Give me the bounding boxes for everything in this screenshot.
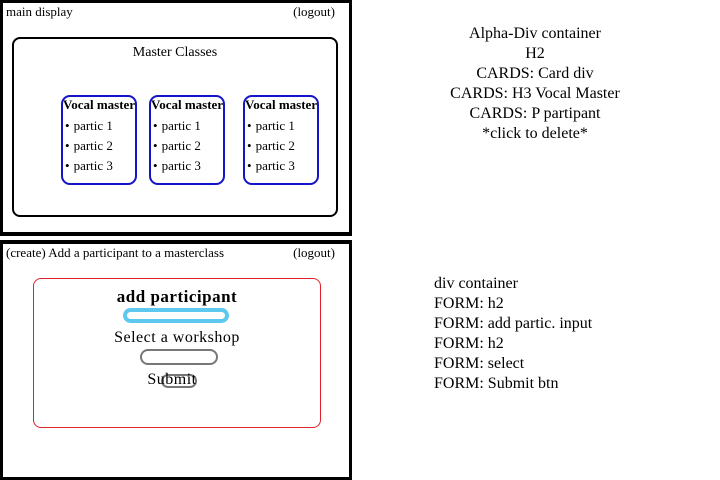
bottom-annotations: div container FORM: h2 FORM: add partic.… — [434, 274, 592, 394]
select-workshop-heading: Select a workshop — [114, 329, 240, 346]
master-classes-heading: Master Classes — [132, 45, 218, 60]
masterclass-card[interactable]: Vocal master partic 1 partic 2 partic 3 — [61, 95, 137, 185]
participant-list: partic 1 partic 2 partic 3 — [63, 116, 135, 176]
participant-item[interactable]: partic 1 — [153, 116, 223, 136]
participant-input[interactable] — [123, 308, 229, 323]
annotation-line: CARDS: H3 Vocal Master — [450, 85, 620, 102]
card-title: Vocal master — [151, 97, 224, 112]
annotation-line: *click to delete* — [482, 125, 588, 142]
submit-button[interactable]: Submit — [147, 371, 197, 388]
participant-item[interactable]: partic 1 — [65, 116, 135, 136]
annotation-line: FORM: Submit btn — [434, 375, 559, 392]
submit-button-outline[interactable] — [161, 374, 197, 388]
masterclass-card[interactable]: Vocal master partic 1 partic 2 partic 3 — [149, 95, 225, 185]
annotation-line: H2 — [525, 45, 545, 62]
annotation-line: FORM: h2 — [434, 335, 504, 352]
participant-item[interactable]: partic 2 — [153, 136, 223, 156]
workshop-select[interactable] — [140, 349, 218, 365]
form-title: add participant — [116, 287, 238, 306]
card-title: Vocal master — [63, 97, 136, 112]
annotation-line: FORM: h2 — [434, 295, 504, 312]
annotation-line: CARDS: P partipant — [469, 105, 601, 122]
annotation-line: div container — [434, 275, 518, 292]
annotation-line: Alpha-Div container — [469, 25, 601, 42]
alpha-div-container: Master Classes Vocal master partic 1 par… — [12, 37, 338, 217]
annotation-line: CARDS: Card div — [476, 65, 594, 82]
participant-item[interactable]: partic 2 — [247, 136, 317, 156]
participant-list: partic 1 partic 2 partic 3 — [245, 116, 317, 176]
logout-link[interactable]: (logout) — [293, 4, 335, 19]
participant-item[interactable]: partic 3 — [153, 156, 223, 176]
top-annotations: Alpha-Div container H2 CARDS: Card div C… — [410, 24, 660, 144]
participant-item[interactable]: partic 3 — [65, 156, 135, 176]
main-display-screen: main display (logout) Master Classes Voc… — [0, 0, 352, 236]
card-title: Vocal master — [245, 97, 318, 112]
participant-list: partic 1 partic 2 partic 3 — [151, 116, 223, 176]
logout-link[interactable]: (logout) — [293, 245, 335, 260]
participant-item[interactable]: partic 1 — [247, 116, 317, 136]
create-participant-screen: (create) Add a participant to a mastercl… — [0, 240, 352, 480]
annotation-line: FORM: add partic. input — [434, 315, 593, 332]
participant-item[interactable]: partic 2 — [65, 136, 135, 156]
annotation-line: FORM: select — [434, 355, 525, 372]
participant-item[interactable]: partic 3 — [247, 156, 317, 176]
create-screen-label: (create) Add a participant to a mastercl… — [6, 245, 225, 260]
form-container: add participant Select a workshop Submit — [33, 278, 321, 428]
main-display-label: main display — [6, 4, 73, 19]
masterclass-card[interactable]: Vocal master partic 1 partic 2 partic 3 — [243, 95, 319, 185]
